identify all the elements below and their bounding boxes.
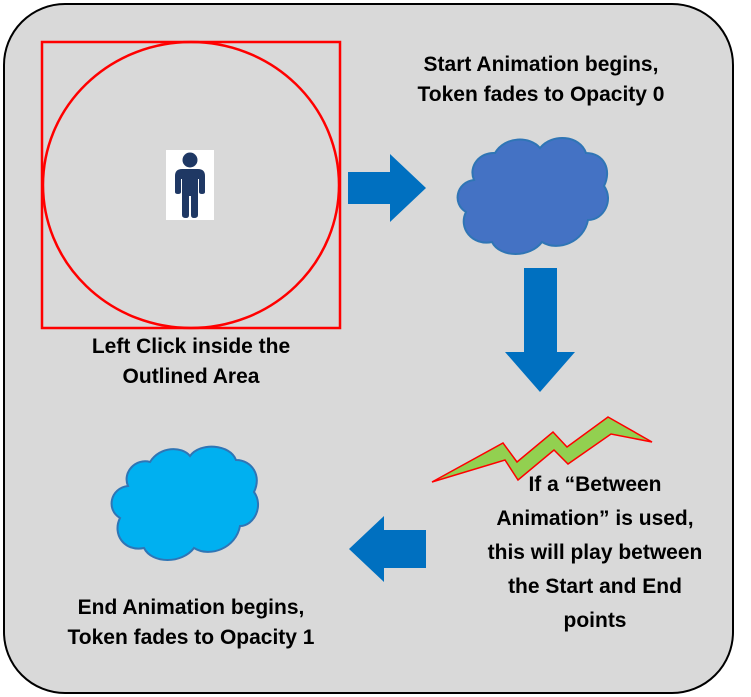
click-step-line2: Outlined Area bbox=[122, 365, 260, 388]
arrow-right-icon bbox=[348, 154, 426, 222]
click-step-label: Left Click inside the Outlined Area bbox=[46, 332, 336, 392]
start-step-line1: Start Animation begins, bbox=[423, 53, 659, 76]
click-area-circle bbox=[41, 40, 341, 330]
lightning-bolt-icon bbox=[431, 416, 653, 483]
between-step-line3: this will play between bbox=[487, 541, 703, 564]
start-step-line2: Token fades to Opacity 0 bbox=[417, 83, 665, 106]
arrow-left-icon bbox=[349, 516, 426, 582]
end-cloud-icon bbox=[110, 445, 259, 561]
between-step-line1: If a “Between bbox=[528, 473, 662, 496]
diagram-panel bbox=[3, 3, 734, 694]
arrow-down-icon bbox=[505, 268, 575, 392]
start-cloud-icon bbox=[456, 136, 609, 255]
start-step-label: Start Animation begins, Token fades to O… bbox=[374, 50, 708, 110]
click-step-line1: Left Click inside the bbox=[91, 335, 291, 358]
between-step-label: If a “Between Animation” is used, this w… bbox=[450, 468, 740, 638]
between-step-line2: Animation” is used, bbox=[496, 507, 694, 530]
end-step-line1: End Animation begins, bbox=[77, 596, 305, 619]
end-step-label: End Animation begins, Token fades to Opa… bbox=[26, 593, 356, 653]
person-icon bbox=[166, 150, 214, 220]
between-step-line4: the Start and End bbox=[508, 575, 682, 598]
end-step-line2: Token fades to Opacity 1 bbox=[67, 626, 315, 649]
between-step-line5: points bbox=[563, 609, 627, 632]
